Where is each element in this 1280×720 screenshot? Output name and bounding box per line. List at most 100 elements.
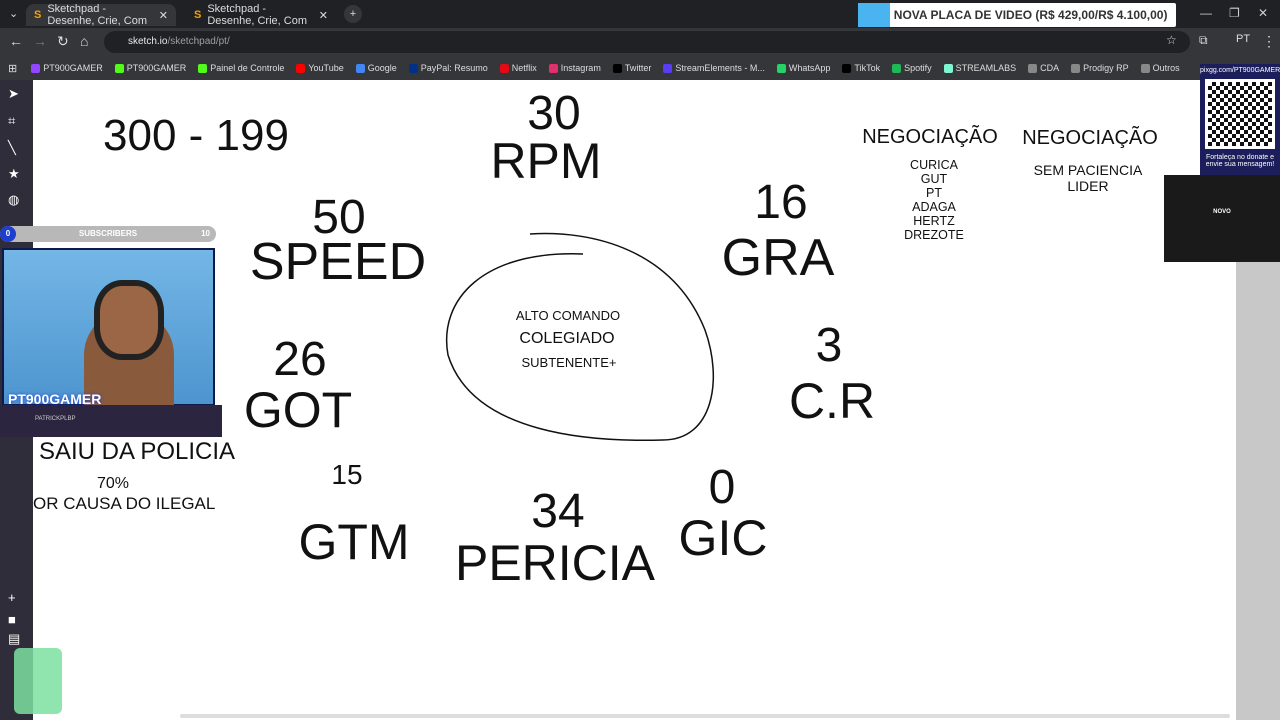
bookmark-icon xyxy=(355,63,365,73)
goal-progress-fill xyxy=(858,3,890,27)
negociacao-item: SEM PACIENCIA xyxy=(1033,162,1143,178)
new-tab-button[interactable]: + xyxy=(344,5,362,23)
minimize-button[interactable]: — xyxy=(1200,6,1212,20)
bookmark-item[interactable]: CDA xyxy=(1028,63,1059,73)
bookmark-label: CDA xyxy=(1040,63,1060,73)
crop-tool-icon[interactable]: ⌗ xyxy=(8,113,16,128)
restore-button[interactable]: ❐ xyxy=(1229,6,1240,20)
bookmark-item[interactable]: Spotify xyxy=(892,63,932,73)
bookmark-item[interactable]: StreamElements - M... xyxy=(663,63,765,73)
star-icon[interactable]: ☆ xyxy=(1166,33,1177,47)
goal-banner: NOVA PLACA DE VIDEO (R$ 429,00/R$ 4.100,… xyxy=(858,3,1176,27)
extensions-icon[interactable]: ⧉ xyxy=(1199,33,1208,47)
qr-code-icon xyxy=(1205,79,1275,149)
menu-icon[interactable]: ⋮ xyxy=(1262,33,1276,49)
bookmark-icon xyxy=(776,63,786,73)
sketch-canvas[interactable]: 300 - 199 30 RPM 50 SPEED 16 GRA 3 C.R 2… xyxy=(33,80,1236,714)
tab-title: Sketchpad - Desenhe, Crie, Com xyxy=(207,3,307,27)
bookmark-item[interactable]: Twitter xyxy=(612,63,652,73)
close-icon[interactable]: ✕ xyxy=(158,9,168,22)
url-path: /sketchpad/pt/ xyxy=(167,36,230,47)
got-value: 26 xyxy=(273,333,327,386)
bookmark-item[interactable]: TikTok xyxy=(842,63,880,73)
url-input[interactable]: sketch.io/sketchpad/pt/ xyxy=(104,31,1190,53)
apps-icon[interactable]: ⊞ xyxy=(8,62,18,75)
bookmark-icon xyxy=(612,63,622,73)
bookmark-item[interactable]: YouTube xyxy=(296,63,344,73)
bookmark-label: TikTok xyxy=(854,63,881,73)
profile-avatar[interactable]: PT xyxy=(1236,33,1251,45)
bookmark-item[interactable]: STREAMLABS xyxy=(943,63,1016,73)
bookmark-item[interactable]: PT900GAMER xyxy=(31,63,103,73)
bookmark-item[interactable]: Netflix xyxy=(499,63,537,73)
negociacao-item: GUT xyxy=(920,172,948,186)
negociacao-item: PT xyxy=(926,186,942,200)
horizontal-scrollbar[interactable] xyxy=(180,714,1230,718)
bookmark-label: Twitter xyxy=(624,63,652,73)
bookmark-item[interactable]: PayPal: Resumo xyxy=(408,63,488,73)
novo-label: NOVO xyxy=(1213,209,1231,215)
rpm-value: 30 xyxy=(527,87,581,140)
select-tool-icon[interactable]: ➤ xyxy=(8,86,19,101)
bookmark-icon xyxy=(1071,63,1081,73)
bookmark-label: PayPal: Resumo xyxy=(420,63,488,73)
bookmark-label: Outros xyxy=(1152,63,1180,73)
bookmark-label: Spotify xyxy=(904,63,932,73)
center-line-3: SUBTENENTE+ xyxy=(521,355,617,370)
pericia-value: 34 xyxy=(531,485,585,538)
star-tool-icon[interactable]: ★ xyxy=(8,166,20,181)
folder-icon[interactable]: ■ xyxy=(8,612,16,627)
bookmark-label: Instagram xyxy=(560,63,601,73)
tab-sketchpad-1[interactable]: S Sketchpad - Desenhe, Crie, Com ✕ xyxy=(26,3,176,27)
bookmark-item[interactable]: Google xyxy=(355,63,397,73)
bookmark-item[interactable]: Prodigy RP xyxy=(1071,63,1129,73)
back-icon[interactable]: ← xyxy=(9,33,23,49)
tab-list-icon[interactable]: ⌄ xyxy=(9,8,19,20)
bookmark-label: PT900GAMER xyxy=(126,63,187,73)
tab-bar: ⌄ S Sketchpad - Desenhe, Crie, Com ✕ S Sket… xyxy=(0,0,1280,28)
globe-tool-icon[interactable]: ◍ xyxy=(8,192,20,207)
center-line-2: COLEGIADO xyxy=(519,330,615,347)
instagram-handle: PATRICKPLBP xyxy=(35,416,76,422)
sketchpad-logo-icon: S xyxy=(34,9,42,21)
pen-tool-icon[interactable]: ╲ xyxy=(8,140,16,155)
policia-title: SAIU DA POLICIA xyxy=(38,438,236,465)
cr-label: C.R xyxy=(788,373,876,429)
speed-value: 50 xyxy=(312,191,366,244)
bookmark-icon xyxy=(1140,63,1150,73)
policia-percent: 70% xyxy=(96,475,130,492)
tab-title: Sketchpad - Desenhe, Crie, Com xyxy=(47,3,147,27)
bookmark-item[interactable]: Instagram xyxy=(548,63,601,73)
negociacao-item: LIDER xyxy=(1067,178,1109,194)
bookmark-item[interactable]: WhatsApp xyxy=(776,63,831,73)
bookmark-label: WhatsApp xyxy=(788,63,831,73)
save-icon[interactable]: ▤ xyxy=(8,631,21,646)
bookmark-label: Google xyxy=(367,63,397,73)
bookmark-icon xyxy=(114,63,124,73)
reload-icon[interactable]: ↻ xyxy=(57,33,69,49)
gic-label: GIC xyxy=(678,510,768,566)
forward-icon[interactable]: → xyxy=(33,33,47,49)
right-panel-gap xyxy=(1236,262,1280,720)
bookmark-icon xyxy=(943,63,953,73)
bookmark-item[interactable]: Painel de Controle xyxy=(198,63,284,73)
speed-label: SPEED xyxy=(249,233,427,291)
bookmark-icon xyxy=(663,63,673,73)
bookmark-label: Netflix xyxy=(511,63,537,73)
close-icon[interactable]: ✕ xyxy=(318,9,328,22)
subscribers-goal: 10 xyxy=(201,229,210,238)
bookmark-item[interactable]: Outros xyxy=(1140,63,1180,73)
bookmark-label: PT900GAMER xyxy=(43,63,103,73)
home-icon[interactable]: ⌂ xyxy=(80,33,89,49)
add-icon[interactable]: + xyxy=(8,590,16,605)
bookmark-label: Painel de Controle xyxy=(210,63,285,73)
qr-url: pixgg.com/PT900GAMER xyxy=(1200,67,1280,74)
streamer-head xyxy=(94,280,164,360)
close-window-button[interactable]: ✕ xyxy=(1258,6,1269,20)
pericia-label: PERICIA xyxy=(454,535,656,591)
bookmark-item[interactable]: PT900GAMER xyxy=(114,63,187,73)
negociacao-2-title: NEGOCIAÇÃO xyxy=(1022,127,1158,149)
gic-value: 0 xyxy=(708,461,736,514)
